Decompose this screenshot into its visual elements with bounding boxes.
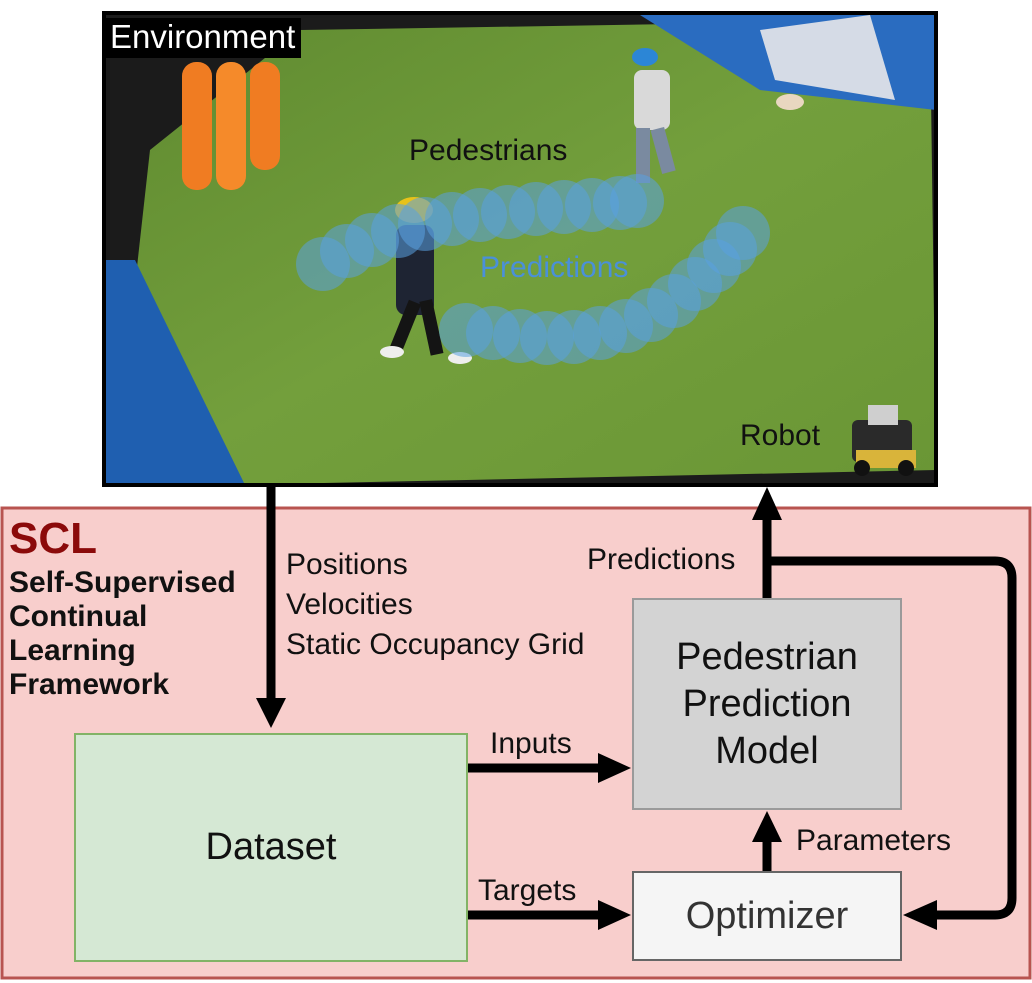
dataset-label: Dataset bbox=[205, 826, 337, 868]
arrowhead-dataset bbox=[256, 698, 286, 728]
optimizer-box: Optimizer bbox=[632, 871, 902, 961]
edge-predictions-feedback bbox=[767, 556, 1017, 920]
arrowhead-inputs bbox=[598, 753, 631, 783]
pedestrians-label: Pedestrians bbox=[409, 134, 568, 167]
prediction-trajectory-upper bbox=[296, 174, 664, 291]
predictions-overlay-label: Predictions bbox=[480, 251, 629, 284]
robot-label: Robot bbox=[740, 419, 821, 452]
floor-disc bbox=[776, 94, 804, 110]
blue-padding-left bbox=[104, 260, 245, 485]
arrowhead-optimizer-feedback bbox=[903, 900, 937, 930]
edges bbox=[256, 487, 1017, 930]
prediction-model-label: Pedestrian Prediction Model bbox=[676, 635, 858, 772]
orange-pillars bbox=[182, 62, 280, 190]
predictions-output-label: Predictions bbox=[587, 543, 736, 576]
optimizer-label: Optimizer bbox=[685, 894, 849, 937]
dataset-box: Dataset bbox=[74, 733, 468, 962]
arrowhead-targets bbox=[598, 900, 631, 930]
observation-positions: Positions bbox=[286, 548, 408, 581]
observations-list: Positions Velocities Static Occupancy Gr… bbox=[286, 545, 584, 665]
robot bbox=[852, 405, 916, 476]
prediction-point bbox=[610, 174, 664, 228]
prediction-model-box: Pedestrian Prediction Model bbox=[632, 598, 902, 810]
environment-label: Environment bbox=[104, 18, 302, 58]
environment-photo bbox=[102, 11, 938, 487]
environment-photo-border bbox=[102, 11, 938, 487]
turf-floor bbox=[130, 20, 936, 485]
prediction-point bbox=[716, 206, 770, 260]
observation-occupancy-grid: Static Occupancy Grid bbox=[286, 628, 585, 661]
parameters-label: Parameters bbox=[796, 824, 952, 857]
inputs-label: Inputs bbox=[490, 727, 572, 760]
pedestrian-blue-helmet bbox=[632, 48, 676, 183]
observation-velocities: Velocities bbox=[286, 588, 413, 621]
scl-title: SCL bbox=[9, 514, 97, 563]
scl-subtitle: Self-Supervised Continual Learning Frame… bbox=[9, 566, 236, 701]
targets-label: Targets bbox=[478, 874, 577, 907]
arrowhead-parameters bbox=[752, 811, 782, 842]
prediction-trajectory-lower bbox=[439, 206, 770, 365]
arrowhead-environment bbox=[752, 487, 782, 520]
goal-net bbox=[760, 15, 895, 100]
